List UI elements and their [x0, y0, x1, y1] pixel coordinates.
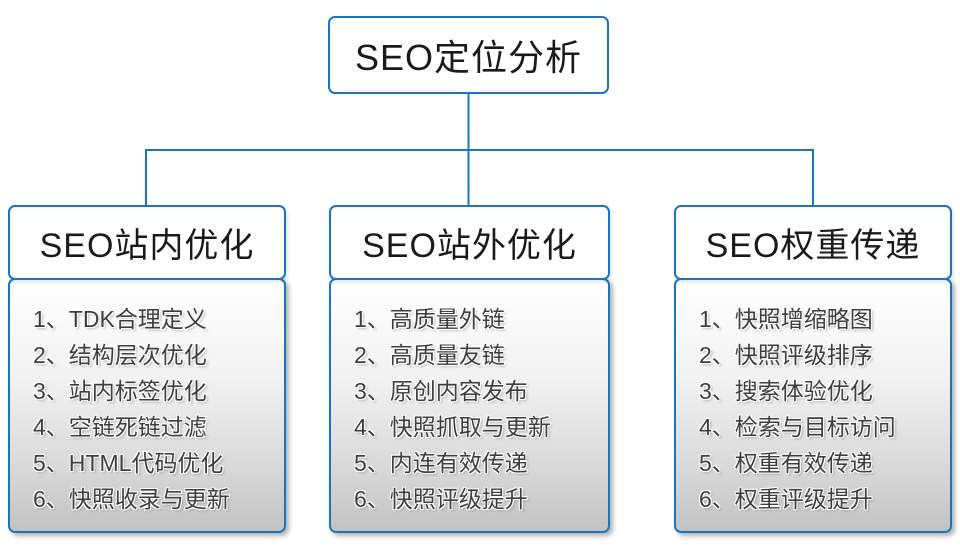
column-weight-list: 1、快照增缩略图 2、快照评级排序 3、搜索体验优化 4、检索与目标访问 5、权…: [674, 278, 952, 533]
list-item: 1、快照增缩略图: [699, 306, 873, 332]
column-weight-title: SEO权重传递: [705, 227, 921, 265]
column-offsite-list: 1、高质量外链 2、高质量友链 3、原创内容发布 4、快照抓取与更新 5、内连有…: [329, 278, 610, 533]
list-item: 3、搜索体验优化: [699, 378, 873, 404]
column-offsite-title: SEO站外优化: [362, 227, 577, 265]
list-item: 5、权重有效传递: [699, 450, 873, 476]
list-item: 1、TDK合理定义: [33, 306, 207, 332]
list-item: 5、内连有效传递: [354, 450, 528, 476]
list-item: 4、快照抓取与更新: [354, 414, 551, 440]
column-offsite-header: SEO站外优化: [329, 205, 610, 280]
column-offsite-optimization: SEO站外优化 1、高质量外链 2、高质量友链 3、原创内容发布 4、快照抓取与…: [329, 205, 610, 533]
list-item: 2、结构层次优化: [33, 342, 207, 368]
list-item: 6、快照收录与更新: [33, 486, 230, 512]
column-onsite-optimization: SEO站内优化 1、TDK合理定义 2、结构层次优化 3、站内标签优化 4、空链…: [8, 205, 286, 533]
column-onsite-list: 1、TDK合理定义 2、结构层次优化 3、站内标签优化 4、空链死链过滤 5、H…: [8, 278, 286, 533]
root-node: SEO定位分析: [328, 16, 609, 94]
list-item: 6、快照评级提升: [354, 486, 528, 512]
list-item: 2、高质量友链: [354, 342, 505, 368]
list-item: 4、检索与目标访问: [699, 414, 896, 440]
root-node-title: SEO定位分析: [354, 37, 583, 78]
list-item: 3、站内标签优化: [33, 378, 207, 404]
column-onsite-title: SEO站内优化: [39, 227, 255, 265]
list-item: 4、空链死链过滤: [33, 414, 207, 440]
list-item: 2、快照评级排序: [699, 342, 873, 368]
list-item: 5、HTML代码优化: [33, 450, 224, 476]
list-item: 3、原创内容发布: [354, 378, 528, 404]
list-item: 1、高质量外链: [354, 306, 505, 332]
column-weight-transfer: SEO权重传递 1、快照增缩略图 2、快照评级排序 3、搜索体验优化 4、检索与…: [674, 205, 952, 533]
column-weight-header: SEO权重传递: [674, 205, 952, 280]
list-item: 6、权重评级提升: [699, 486, 873, 512]
column-onsite-header: SEO站内优化: [8, 205, 286, 280]
